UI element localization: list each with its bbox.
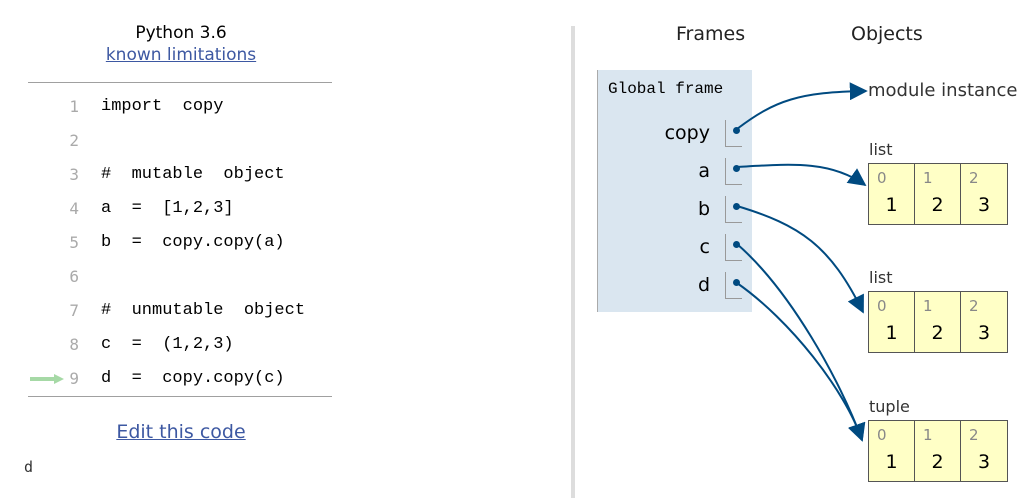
object-type-label: list (869, 268, 893, 287)
cell-index: 2 (969, 426, 979, 444)
variable-name-c: c (699, 236, 710, 258)
line-code: d = copy.copy(c) (101, 369, 285, 388)
pointer-dot-icon (733, 127, 740, 134)
objects-header: Objects (851, 23, 923, 45)
object-type-label: list (869, 140, 893, 159)
variable-name-a: a (698, 160, 710, 182)
pointer-slot-copy[interactable] (725, 120, 742, 147)
pointer-dot-icon (733, 241, 740, 248)
code-pane: Python 3.6 known limitations 1 import co… (24, 23, 332, 476)
cell-value: 3 (977, 451, 991, 473)
line-number: 4 (69, 199, 79, 218)
global-frame: Global frame copy a b c d (597, 70, 752, 312)
cell-value: 1 (885, 451, 898, 473)
cell-index: 0 (877, 426, 887, 444)
object-type-label: tuple (869, 397, 910, 416)
line-code: # unmutable object (101, 301, 306, 320)
pointer-dot-icon (733, 279, 740, 286)
line-number: 8 (69, 335, 79, 354)
cell-index: 0 (877, 297, 887, 315)
cell-index: 2 (969, 297, 979, 315)
program-output: d (24, 458, 34, 476)
line-code: a = [1,2,3] (101, 199, 234, 218)
cell-value: 1 (885, 322, 898, 344)
arrow-b-to-list (736, 205, 864, 314)
line-number: 2 (69, 131, 79, 150)
variable-name-d: d (697, 274, 710, 296)
line-code: # mutable object (101, 165, 285, 184)
code-top-divider (28, 82, 332, 83)
known-limitations-link[interactable]: known limitations (105, 45, 257, 65)
edit-code-link[interactable]: Edit this code (116, 421, 246, 443)
cell-value: 1 (885, 194, 898, 216)
pointer-slot-d[interactable] (725, 272, 742, 299)
arrow-d-to-tuple (736, 282, 866, 442)
line-number: 5 (69, 233, 79, 252)
cell-index: 1 (923, 297, 933, 315)
language-label: Python 3.6 (135, 23, 227, 43)
pointer-dot-icon (733, 165, 740, 172)
pane-divider[interactable] (571, 26, 575, 498)
variable-name-b: b (697, 198, 710, 220)
arrow-copy-to-module (736, 82, 868, 130)
frame-title: Global frame (608, 80, 724, 98)
arrow-c-to-tuple (736, 243, 865, 442)
line-code: b = copy.copy(a) (101, 233, 285, 252)
cell-index: 0 (877, 169, 887, 187)
code-bottom-divider (28, 396, 332, 397)
current-line-arrow-icon (30, 374, 64, 384)
frames-header: Frames (676, 23, 746, 45)
cell-value: 2 (931, 194, 944, 216)
cell-value: 2 (931, 322, 944, 344)
line-code: c = (1,2,3) (101, 335, 234, 354)
cell-value: 2 (931, 451, 944, 473)
pointer-slot-c[interactable] (725, 234, 742, 261)
line-number: 6 (69, 267, 79, 286)
cell-index: 1 (923, 169, 933, 187)
cell-index: 2 (969, 169, 979, 187)
pointer-slot-a[interactable] (725, 158, 742, 185)
pointer-dot-icon (733, 203, 740, 210)
module-instance-label: module instance (868, 80, 1018, 101)
arrow-a-to-list (736, 163, 867, 187)
line-number: 1 (69, 97, 79, 116)
line-code: import copy (101, 97, 224, 116)
line-number: 7 (69, 301, 79, 320)
line-number: 9 (69, 369, 79, 388)
cell-value: 3 (977, 322, 991, 344)
pointer-slot-b[interactable] (725, 196, 742, 223)
cell-index: 1 (923, 426, 933, 444)
line-number: 3 (69, 165, 79, 184)
cell-value: 3 (977, 194, 991, 216)
variable-name-copy: copy (664, 122, 710, 144)
